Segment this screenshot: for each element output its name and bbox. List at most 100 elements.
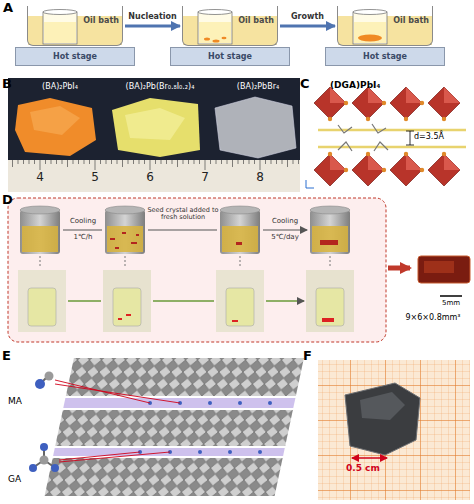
growth-process bbox=[310, 206, 350, 254]
oil-bath: Oil bath bbox=[337, 6, 433, 46]
crystal-structure bbox=[382, 168, 386, 172]
ruler-tick bbox=[12, 160, 13, 167]
layered-perovskite bbox=[258, 450, 262, 454]
ruler-tick bbox=[265, 160, 266, 164]
node-text: Oil bath bbox=[393, 16, 429, 25]
crystal-structure bbox=[404, 117, 408, 121]
layered-perovskite bbox=[55, 410, 293, 446]
growth-process bbox=[306, 270, 354, 332]
growth-process bbox=[8, 198, 386, 342]
ruler-number: 5 bbox=[85, 171, 105, 185]
oil-bath: Oil bath bbox=[27, 6, 123, 46]
layered-perovskite bbox=[238, 401, 242, 405]
ruler-tick bbox=[84, 160, 85, 164]
ruler-tick bbox=[73, 160, 74, 164]
panel-letter: C bbox=[300, 77, 316, 92]
panel-letter: B bbox=[2, 77, 18, 92]
arrow-label: Nucleation bbox=[118, 12, 188, 21]
step-note: 5℃/day bbox=[261, 233, 309, 241]
ruler-tick bbox=[216, 160, 217, 164]
ruler-tick bbox=[298, 160, 299, 164]
ruler-tick bbox=[227, 160, 228, 164]
sample-name: (BA)₂Pb(Br₀.₈I₀.₂)₄ bbox=[104, 82, 216, 91]
ruler-tick bbox=[155, 160, 156, 164]
growth-process bbox=[316, 288, 344, 326]
layered-perovskite bbox=[40, 443, 48, 451]
crystal-structure bbox=[442, 152, 446, 156]
ruler-tick bbox=[172, 160, 173, 164]
ruler-tick bbox=[51, 160, 52, 164]
ruler-tick bbox=[150, 160, 151, 170]
growth-process bbox=[126, 314, 131, 316]
crystal-structure bbox=[330, 154, 460, 170]
ruler-tick bbox=[122, 160, 123, 167]
ruler-tick bbox=[95, 160, 96, 170]
crystal-structure bbox=[366, 117, 370, 121]
node-text: Hot stage bbox=[363, 52, 407, 61]
hot-stage: Hot stage bbox=[170, 47, 290, 66]
oil-bath-art bbox=[199, 22, 231, 43]
ruler-tick bbox=[128, 160, 129, 164]
layered-perovskite bbox=[29, 464, 37, 472]
ruler-number: 8 bbox=[250, 171, 270, 185]
ruler-tick bbox=[254, 160, 255, 164]
crystal-structure bbox=[328, 117, 332, 121]
layered-perovskite bbox=[51, 464, 59, 472]
crystal-photo bbox=[30, 106, 80, 135]
step-note: 1℃/h bbox=[60, 233, 106, 241]
crystal-photo bbox=[215, 97, 296, 158]
sample-name: (BA)₂PbBr₄ bbox=[210, 82, 306, 91]
growth-process bbox=[232, 320, 238, 322]
ruler-tick bbox=[100, 160, 101, 164]
layered-perovskite bbox=[45, 372, 54, 381]
layered-perovskite bbox=[45, 358, 304, 496]
ruler-tick bbox=[56, 160, 57, 164]
growth-process bbox=[122, 232, 126, 234]
layered-perovskite bbox=[29, 358, 304, 496]
ruler-tick bbox=[62, 160, 63, 164]
ruler-tick bbox=[271, 160, 272, 164]
growth-process bbox=[28, 288, 344, 326]
crystal-structure bbox=[420, 101, 424, 105]
crystal-structure bbox=[338, 124, 388, 151]
panel-letter: E bbox=[2, 349, 18, 364]
growth-process bbox=[136, 234, 139, 236]
ruler-tick bbox=[287, 160, 288, 167]
ruler-tick bbox=[205, 160, 206, 170]
crystal-structure bbox=[344, 101, 348, 105]
growth-process bbox=[220, 206, 260, 254]
oil-bath-art bbox=[358, 35, 382, 42]
growth-process bbox=[418, 256, 470, 283]
oil-bath-art bbox=[43, 12, 77, 44]
oil-bath-art bbox=[44, 22, 76, 43]
growth-process bbox=[115, 247, 119, 249]
sample-name: (BA)₂PbI₄ bbox=[12, 82, 108, 91]
oil-bath-art bbox=[204, 38, 210, 41]
growth-process bbox=[236, 242, 242, 245]
layered-perovskite bbox=[268, 401, 272, 405]
crystal-photo bbox=[15, 98, 96, 156]
ruler-tick bbox=[243, 160, 244, 164]
oil-bath-art bbox=[213, 40, 220, 43]
process-arrow bbox=[125, 25, 180, 28]
ruler-tick bbox=[293, 160, 294, 164]
oil-bath-art bbox=[198, 10, 232, 15]
crystal-on-grid bbox=[345, 383, 420, 455]
ruler-tick bbox=[29, 160, 30, 164]
crystal-photo bbox=[125, 108, 185, 140]
growth-process bbox=[131, 242, 137, 244]
crystal-structure bbox=[420, 168, 424, 172]
layered-perovskite bbox=[55, 380, 180, 462]
ruler-tick bbox=[133, 160, 134, 164]
crystal-structure bbox=[404, 152, 408, 156]
ruler-tick bbox=[276, 160, 277, 164]
layered-perovskite bbox=[40, 456, 49, 465]
growth-process bbox=[63, 229, 307, 230]
growth-process bbox=[68, 300, 304, 302]
growth-process bbox=[110, 232, 139, 249]
node-text: Oil bath bbox=[83, 16, 119, 25]
node-text: Oil bath bbox=[238, 16, 274, 25]
ruler-tick bbox=[144, 160, 145, 164]
crystal-on-grid bbox=[360, 392, 405, 420]
